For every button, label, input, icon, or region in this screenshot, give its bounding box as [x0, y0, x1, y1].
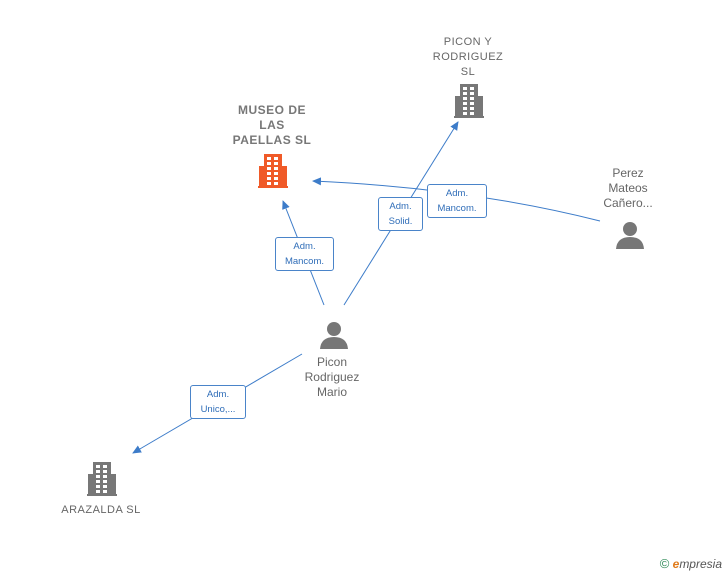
brand-initial: e — [672, 557, 680, 571]
edge-label-mario-museo[interactable]: Adm. Mancom. — [275, 237, 334, 271]
copyright-symbol: © — [659, 556, 670, 571]
node-label-museo[interactable]: MUSEO DE LAS PAELLAS SL — [232, 103, 312, 147]
edge-label-mario-picon[interactable]: Adm. Solid. — [378, 197, 423, 231]
building-icon[interactable] — [87, 462, 119, 496]
building-icon[interactable] — [258, 154, 290, 188]
node-label-picon-sl[interactable]: PICON Y RODRIGUEZ SL — [432, 36, 504, 78]
person-icon[interactable] — [615, 220, 645, 250]
brand-watermark: © empresia — [660, 556, 722, 571]
edge-label-perez-museo[interactable]: Adm. Mancom. — [427, 184, 487, 218]
person-icon[interactable] — [319, 320, 349, 350]
building-icon[interactable] — [454, 84, 486, 118]
node-label-arazalda[interactable]: ARAZALDA SL — [61, 504, 141, 516]
node-label-mario[interactable]: Picon Rodriguez Mario — [304, 355, 360, 399]
node-label-perez[interactable]: Perez Mateos Cañero... — [603, 166, 653, 210]
edge-label-mario-arazalda[interactable]: Adm. Unico,... — [190, 385, 246, 419]
brand-name: mpresia — [679, 557, 722, 571]
